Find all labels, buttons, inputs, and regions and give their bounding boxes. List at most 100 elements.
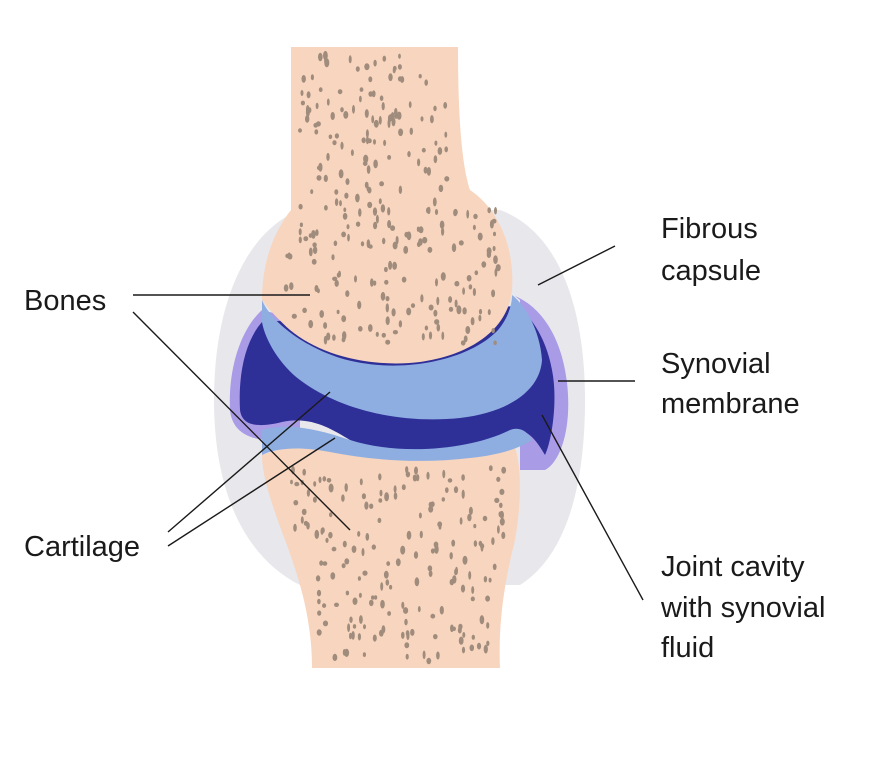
cartilage-leader-lower	[167, 437, 336, 547]
bone-pore	[426, 167, 431, 176]
bone-pore	[333, 240, 338, 247]
bone-pore	[313, 122, 319, 128]
bone-pore	[489, 219, 494, 229]
bone-pore	[459, 517, 463, 525]
bone-pore	[320, 527, 324, 535]
bone-pore	[499, 488, 505, 495]
bone-pore	[334, 279, 339, 287]
bone-pore	[364, 63, 370, 71]
bone-pore	[334, 189, 339, 195]
bone-pore	[492, 563, 497, 570]
bone-pore	[428, 505, 434, 513]
bone-pore	[312, 496, 317, 503]
bone-pore	[368, 244, 373, 249]
bone-pore	[454, 280, 460, 287]
bone-pore	[432, 197, 437, 207]
bone-pore	[483, 576, 488, 583]
bone-pore	[379, 181, 384, 187]
bone-pore	[329, 512, 333, 518]
bone-pore	[357, 531, 361, 537]
bone-pore	[334, 198, 339, 207]
bone-pore	[430, 501, 435, 508]
bone-pore	[375, 331, 379, 337]
bone-pore	[428, 331, 433, 340]
bone-pore	[314, 529, 320, 540]
bone-pore	[433, 309, 438, 317]
bone-pore	[384, 266, 388, 273]
bone-pore	[383, 570, 389, 579]
bone-pore	[392, 241, 398, 250]
bone-pore	[462, 287, 465, 295]
bone-pore	[334, 602, 339, 607]
bone-pore	[487, 309, 491, 316]
bone-pore	[501, 531, 506, 540]
bone-pore	[319, 310, 325, 318]
bone-pore	[368, 324, 373, 332]
bone-pore	[310, 74, 314, 81]
bone-pore	[433, 541, 439, 548]
bone-pore	[413, 551, 419, 559]
bone-pore	[430, 613, 436, 619]
bone-pore	[406, 530, 412, 540]
bone-pore	[344, 192, 349, 199]
bone-pore	[486, 640, 490, 646]
bone-pore	[328, 134, 333, 140]
bone-pore	[472, 288, 476, 296]
bones-leader-lower	[132, 311, 351, 531]
bone-pore	[488, 465, 493, 472]
bone-pore	[479, 615, 485, 625]
bone-pore	[349, 632, 352, 640]
bone-pore	[332, 334, 336, 341]
bone-pore	[325, 537, 329, 543]
bone-pore	[420, 294, 424, 303]
bone-pore	[470, 317, 475, 326]
bone-pore	[397, 76, 403, 82]
bone-pore	[308, 247, 313, 257]
bone-pore	[342, 540, 347, 548]
bone-pore	[392, 330, 398, 335]
bone-pore	[324, 205, 328, 211]
bone-pore	[362, 161, 368, 167]
cartilage-leader-upper	[167, 391, 331, 533]
bone-pore	[423, 166, 428, 174]
fibrous-capsule-label-line-2: capsule	[661, 255, 761, 287]
bone-pore	[424, 325, 429, 331]
bone-pore	[421, 147, 426, 153]
bone-pore	[361, 493, 366, 500]
bone-pore	[339, 200, 342, 207]
bone-pore	[387, 118, 391, 128]
bone-pore	[436, 323, 441, 332]
bone-pore	[374, 595, 378, 600]
bone-pore	[410, 628, 415, 636]
bone-pore	[448, 296, 453, 303]
bone-pore	[323, 322, 328, 329]
bone-pore	[426, 207, 430, 214]
bone-pore	[404, 642, 410, 649]
bone-pore	[369, 503, 374, 509]
bone-pore	[318, 476, 322, 483]
bone-pore	[444, 146, 449, 153]
bone-pore	[357, 300, 362, 310]
bone-pore	[492, 245, 496, 252]
bone-pore	[499, 517, 505, 526]
bone-pore	[326, 332, 331, 341]
bone-pore	[367, 201, 373, 209]
bone-pore	[359, 95, 362, 103]
bone-pore	[385, 339, 391, 345]
bone-pore	[447, 478, 453, 483]
bone-pore	[436, 296, 440, 306]
bone-pore	[330, 112, 335, 120]
bone-pore	[341, 231, 346, 238]
bone-pore	[385, 316, 390, 326]
bone-pore	[326, 478, 332, 483]
bone-pore	[326, 98, 330, 106]
bone-pore	[361, 548, 365, 557]
upper-cartilage-shape	[262, 295, 542, 420]
bone-pore	[488, 577, 492, 583]
bone-pore	[381, 332, 386, 338]
bone-pore	[294, 481, 300, 487]
bone-pore	[494, 497, 500, 503]
bone-pore	[499, 502, 503, 508]
bone-pore	[426, 471, 430, 480]
